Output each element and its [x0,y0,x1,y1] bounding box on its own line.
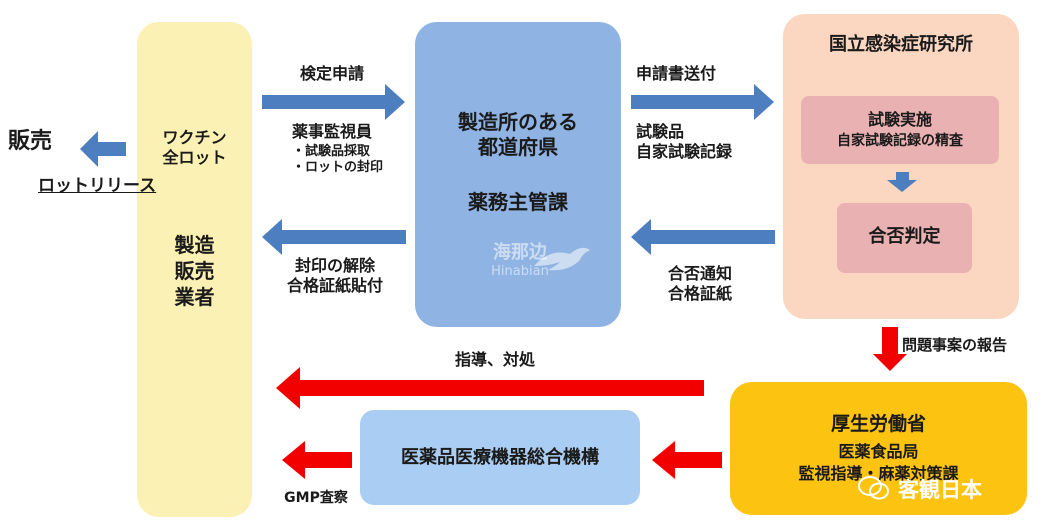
niid-test-sub: 自家試験記録の精査 [837,133,963,149]
niid-judgment-box [837,203,972,273]
vaccine-label: ワクチン 全ロット [162,128,227,167]
arrow-guidance [276,367,704,409]
pmda-box [360,410,640,505]
wechat-watermark: 客観日本 [858,474,1028,502]
guidance-label: 指導、対処 [454,350,535,369]
arrow-test-to-judgment [887,172,917,192]
niid-judgment: 合否判定 [868,226,941,247]
inspector-tasks: ・試験品採取 ・ロットの封印 [292,144,384,176]
inspector-label: 薬事監視員 [291,122,372,141]
application-sent-label: 申請書送付 [636,64,717,83]
manufacturer-box [137,22,252,517]
bird-watermark-icon [534,247,590,271]
arrow-to-sales [80,131,126,167]
arrow-inspection-request [262,84,405,120]
arrow-gmp [282,441,352,479]
gmp-label: GMP査察 [284,490,348,506]
manufacturer-name: 製造 販売 業者 [174,233,215,309]
watermark-center: 海那边 Hinabian [491,242,549,279]
arrow-application-sent [631,84,774,120]
prefecture-title: 製造所のある 都道府県 [458,110,578,159]
sales-label: 販売 [8,129,53,154]
mhlw-bureau: 医薬食品局 [838,442,919,461]
pmda-name: 医薬品医療機器総合機構 [401,447,599,468]
samples-records-label: 試験品 自家試験記録 [636,122,733,161]
mhlw-division: 監視指導・麻薬対策課 [798,464,959,483]
niid-test-title: 試験実施 [867,110,932,129]
niid-test-box [801,96,999,164]
wechat-icon [858,476,889,500]
watermark-text: 客観日本 [898,478,982,502]
seal-release-label: 封印の解除 合格証紙貼付 [286,256,383,295]
mhlw-title: 厚生労働省 [830,413,926,435]
arrow-mhlw-to-pmda [652,441,722,479]
inspection-request-label: 検定申請 [299,64,364,83]
lot-release-label: ロットリリース [38,176,157,196]
arrow-problem-report [873,327,907,371]
problem-report-label: 問題事案の報告 [902,336,1008,354]
niid-title: 国立感染症研究所 [829,34,973,55]
arrow-seal-release [262,219,406,255]
arrow-pass-notice [631,219,775,255]
prefecture-division: 薬務主管課 [468,190,568,214]
pass-notice-label: 合否通知 合格証紙 [667,264,732,303]
prefecture-box [415,22,621,327]
